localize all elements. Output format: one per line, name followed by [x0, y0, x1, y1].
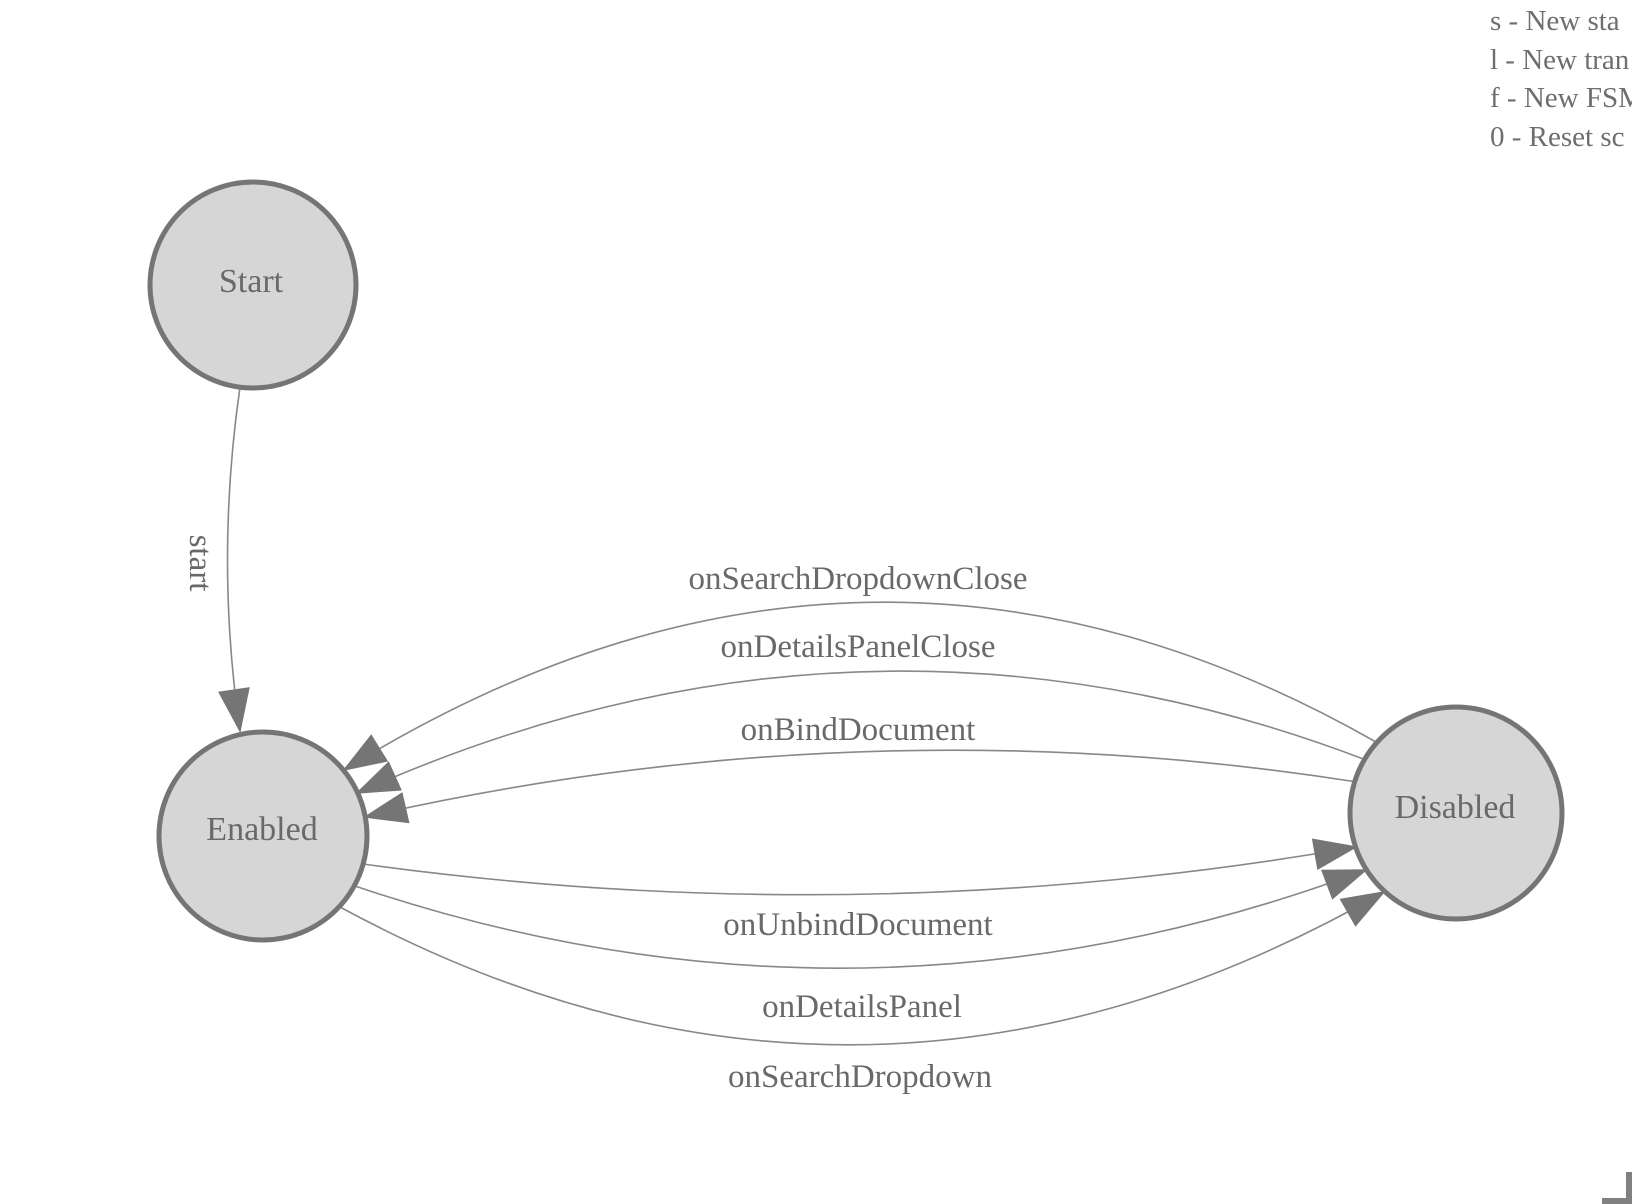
state-disabled-label: Disabled [1395, 789, 1516, 826]
transition-onSearchDropdown-edge[interactable] [339, 891, 1386, 1046]
state-start-node[interactable] [147, 179, 359, 391]
legend-line-reset: 0 - Reset sc [1490, 120, 1625, 153]
transition-onSearchDropdownClose-label: onSearchDropdownClose [688, 561, 1027, 597]
state-enabled-node[interactable] [156, 729, 370, 943]
legend-line-new-state: s - New sta [1490, 5, 1620, 37]
legend-line-new-transition: l - New tran [1490, 43, 1630, 76]
horizontal-scrollbar-thumb[interactable] [1602, 1198, 1632, 1204]
transition-start-edge[interactable] [218, 386, 250, 733]
transition-onSearchDropdown-label: onSearchDropdown [728, 1059, 992, 1095]
transition-onBindDocument-label: onBindDocument [741, 712, 976, 748]
state-disabled-node[interactable] [1347, 704, 1565, 922]
transition-onDetailsPanel-label: onDetailsPanel [762, 989, 962, 1025]
shortcut-legend: s - New sta l - New tran f - New FSM 0 -… [1490, 2, 1632, 156]
state-enabled-label: Enabled [206, 811, 317, 848]
transition-onDetailsPanel-edge[interactable] [354, 869, 1368, 969]
transition-onSearchDropdownClose-edge[interactable] [342, 601, 1377, 772]
state-start-label: Start [219, 263, 284, 300]
legend-line-new-fsm: f - New FSM [1490, 82, 1632, 114]
transition-start-label: start [182, 535, 218, 592]
transition-onDetailsPanelClose-label: onDetailsPanelClose [721, 629, 996, 665]
transition-onUnbindDocument-edge[interactable] [362, 838, 1358, 896]
transition-onUnbindDocument-label: onUnbindDocument [723, 907, 992, 943]
vertical-scrollbar-thumb[interactable] [1626, 1172, 1632, 1204]
transition-onDetailsPanelClose-edge[interactable] [355, 670, 1367, 794]
transition-onBindDocument-edge[interactable] [363, 749, 1358, 824]
